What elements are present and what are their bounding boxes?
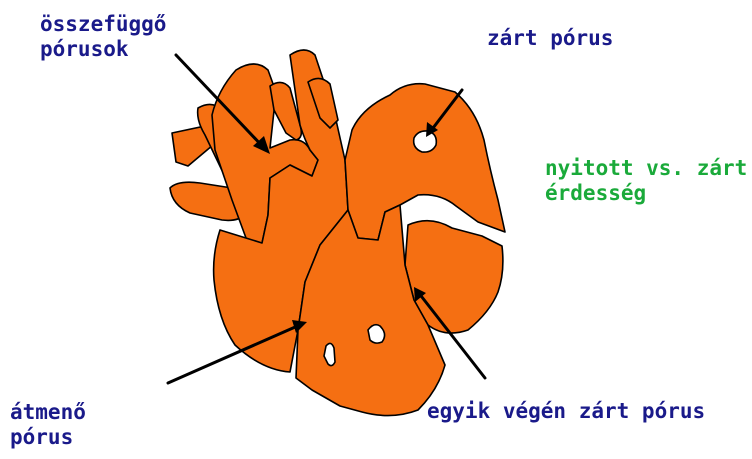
label-line: pórusok — [40, 37, 166, 62]
label-closed-pore: zárt pórus — [487, 26, 613, 51]
label-line: nyitott vs. zárt — [545, 156, 747, 181]
particle-fragment — [345, 84, 505, 240]
label-open-vs-closed-roughness: nyitott vs. zárt érdesség — [545, 156, 747, 206]
label-line: összefüggő — [40, 12, 166, 37]
label-dead-end-pore: egyik végén zárt pórus — [427, 399, 705, 424]
closed-pore — [414, 131, 437, 152]
label-line: átmenő — [10, 400, 86, 425]
label-interconnected-pores: összefüggő pórusok — [40, 12, 166, 62]
label-line: pórus — [10, 425, 86, 450]
closed-pore — [368, 325, 385, 343]
label-line: érdesség — [545, 181, 747, 206]
label-through-pore: átmenő pórus — [10, 400, 86, 450]
